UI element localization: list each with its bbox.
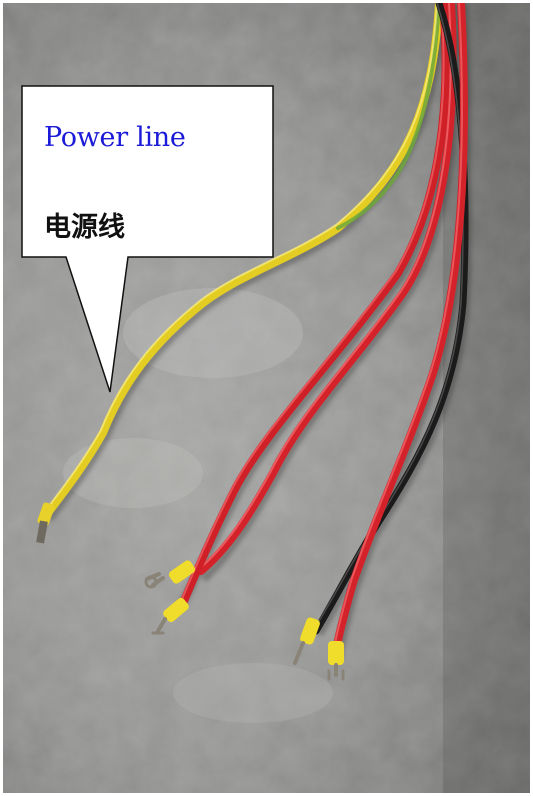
callout-label-chinese: 电源线 — [44, 212, 125, 243]
terminal-red-1 — [144, 560, 196, 589]
terminal-red-3 — [327, 641, 345, 681]
red-wire-3-highlight — [333, 3, 463, 650]
red-wire-2 — [177, 3, 450, 612]
terminal-red-2 — [151, 597, 189, 635]
yellow-wire-sleeve — [37, 502, 55, 526]
red-wire-3 — [332, 3, 468, 655]
red-wire-2-highlight — [178, 3, 445, 607]
green-stripe — [336, 3, 441, 230]
callout-label-english: Power line — [44, 122, 186, 153]
red-wire-1 — [197, 3, 457, 575]
concrete-light-patch — [173, 663, 333, 723]
red-wire-1-highlight — [198, 3, 452, 570]
vignette-right — [443, 3, 530, 793]
terminal-black — [293, 617, 320, 665]
yellow-wire-lug — [36, 520, 48, 544]
black-wire-highlight — [313, 3, 464, 630]
